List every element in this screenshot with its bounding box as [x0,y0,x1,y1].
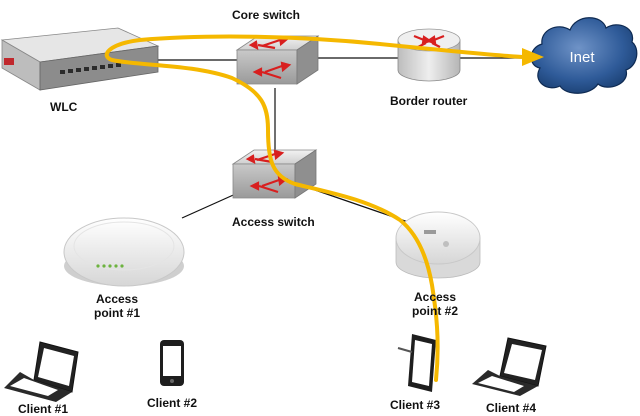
access-point-2-label-line1: Access [413,290,457,304]
access-point-1-label-line2: point #1 [94,306,141,320]
traffic-arrowhead [522,48,544,66]
border-router-label: Border router [390,94,468,108]
border-router-device[interactable] [397,28,461,82]
wlc-label: WLC [50,100,78,114]
client-1-device[interactable] [4,341,79,402]
laptop-icon [4,341,79,402]
access-point-2-label-line2: point #2 [412,304,459,318]
tablet-icon [397,334,436,392]
client-2-device[interactable] [160,340,184,386]
access-point-icon [395,211,481,279]
switch-icon [231,149,318,199]
access-point-1-label-line1: Access [95,292,139,306]
wireless-lan-controller-icon [0,27,160,91]
client-4-label: Client #4 [486,401,537,415]
phone-icon [160,340,184,386]
client-2-label: Client #2 [147,396,198,410]
switch-icon [235,35,320,85]
access-switch-device[interactable] [231,149,318,199]
core-switch-label: Core switch [232,8,301,22]
client-1-label: Client #1 [18,402,69,416]
access-switch-label: Access switch [232,215,315,229]
access-point-icon [63,217,185,287]
core-switch-device[interactable] [235,35,320,85]
router-icon [397,28,461,82]
internet-label: Inet [569,49,595,66]
link-access-ap1 [181,191,241,219]
client-3-device[interactable] [397,334,436,392]
laptop-icon [472,337,547,396]
client-3-label: Client #3 [390,398,441,412]
access-point-2-label: Access point #2 [412,290,458,318]
links [150,57,535,223]
internet-cloud[interactable]: Inet [530,17,638,94]
traffic-path [104,34,526,382]
client-4-device[interactable] [472,337,547,396]
access-point-1-label: Access point #1 [94,292,140,320]
cloud-icon [530,17,638,94]
access-point-1-device[interactable] [63,217,185,287]
wlc-device[interactable] [0,27,160,91]
access-point-2-device[interactable] [395,211,481,279]
